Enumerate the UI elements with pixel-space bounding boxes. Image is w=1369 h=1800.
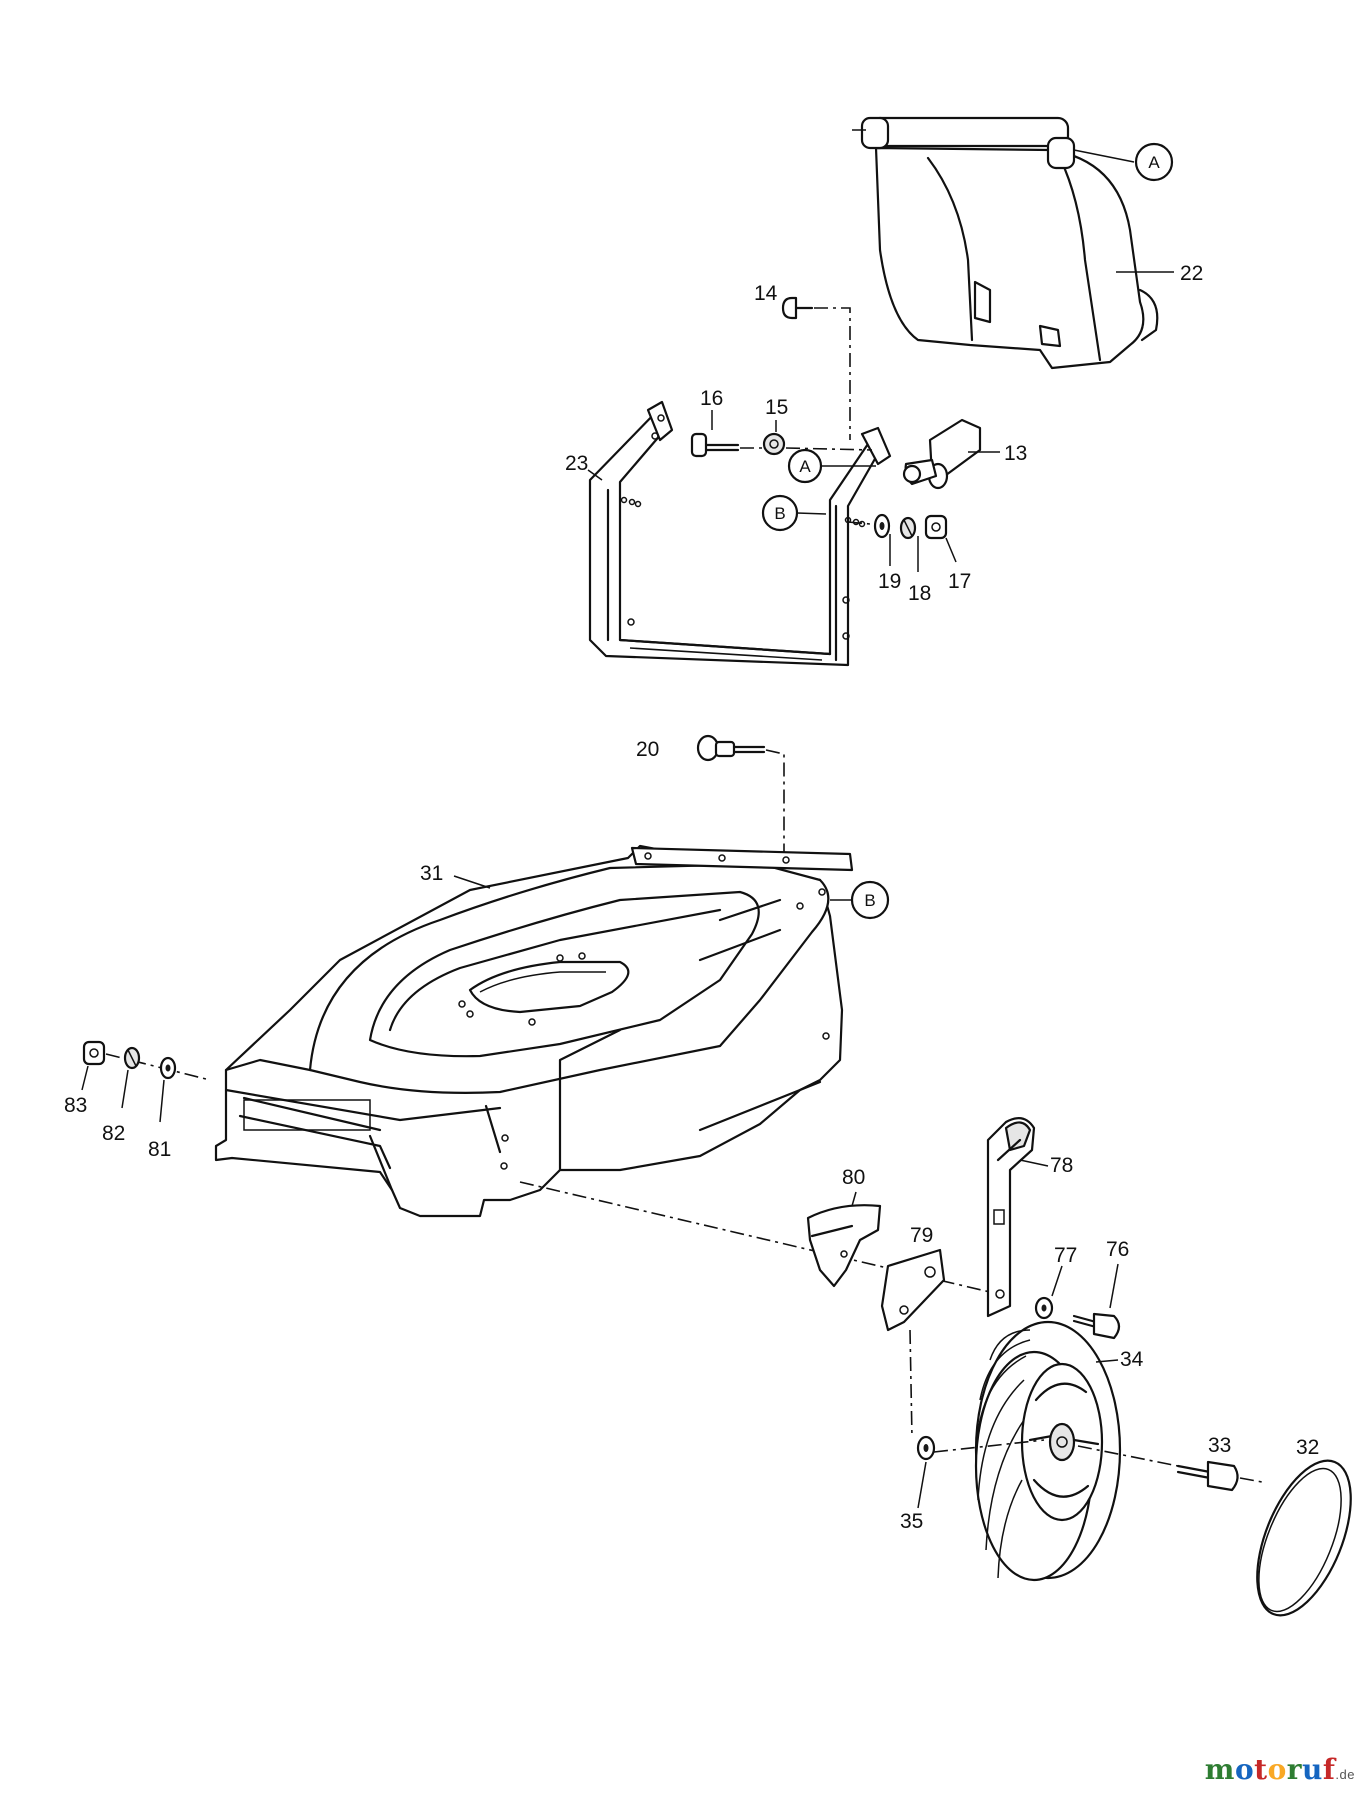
nut-17	[924, 514, 948, 540]
part-label-83: 83	[64, 1094, 87, 1117]
watermark-letter: r	[1286, 1753, 1303, 1786]
part-label-19: 19	[878, 570, 901, 593]
part-label-80: 80	[842, 1166, 865, 1189]
part-label-13: 13	[1004, 442, 1027, 465]
washer-81	[159, 1056, 177, 1080]
bracket-79	[880, 1248, 946, 1332]
callout-letter: A	[799, 457, 811, 476]
mower-deck	[214, 844, 854, 1218]
part-label-17: 17	[948, 570, 971, 593]
watermark-letter: f	[1322, 1753, 1336, 1786]
nut-83	[82, 1040, 106, 1066]
part-label-33: 33	[1208, 1434, 1231, 1457]
part-label-34: 34	[1120, 1348, 1144, 1371]
watermark-suffix: .de	[1335, 1767, 1355, 1782]
part-label-22: 22	[1180, 262, 1203, 285]
washer-35	[916, 1435, 936, 1461]
screw-76	[1072, 1312, 1121, 1340]
wheel-34	[974, 1320, 1122, 1582]
part-label-81: 81	[148, 1138, 171, 1161]
screw-14	[781, 296, 814, 320]
part-label-82: 82	[102, 1122, 125, 1145]
grass-catcher-bag	[852, 116, 1159, 370]
bolt-16	[690, 432, 740, 458]
lock-washer-82	[123, 1046, 141, 1070]
handle-frame	[588, 400, 892, 667]
watermark-letter: o	[1234, 1753, 1255, 1786]
axle-tube-13	[902, 418, 982, 490]
part-label-79: 79	[910, 1224, 933, 1247]
part-label-18: 18	[908, 582, 931, 605]
part-label-16: 16	[700, 387, 723, 410]
part-label-31: 31	[420, 862, 443, 885]
watermark-letter: t	[1254, 1753, 1268, 1786]
height-lever-78	[986, 1117, 1036, 1318]
lock-washer-18	[899, 516, 917, 540]
motoruf-watermark: motoruf.de	[1205, 1753, 1355, 1786]
part-label-35: 35	[900, 1510, 923, 1533]
callout-letter: B	[774, 504, 785, 523]
part-label-78: 78	[1050, 1154, 1073, 1177]
callout-a-middle: A	[787, 448, 876, 484]
callout-a-top: A	[1073, 142, 1174, 182]
cover-plate-80	[806, 1204, 882, 1288]
axle-bolt-33	[1176, 1460, 1239, 1492]
bolt-20	[696, 734, 766, 762]
part-label-32: 32	[1296, 1436, 1319, 1459]
part-label-23: 23	[565, 452, 588, 475]
part-label-77: 77	[1054, 1244, 1077, 1267]
callout-letter: A	[1148, 153, 1160, 172]
callout-b-deck: B	[830, 880, 890, 920]
hub-cap-32	[1256, 1459, 1352, 1617]
part-label-20: 20	[636, 738, 659, 761]
watermark-letter: u	[1302, 1753, 1323, 1786]
washer-77	[1034, 1296, 1054, 1320]
watermark-letter: m	[1204, 1753, 1235, 1786]
washer-19	[873, 513, 891, 539]
part-label-76: 76	[1106, 1238, 1129, 1261]
part-label-14: 14	[754, 282, 778, 305]
callout-letter: B	[864, 891, 875, 910]
part-label-15: 15	[765, 396, 788, 419]
callout-b-middle: B	[761, 494, 827, 532]
watermark-letter: o	[1267, 1753, 1287, 1786]
nut-15	[762, 432, 786, 456]
